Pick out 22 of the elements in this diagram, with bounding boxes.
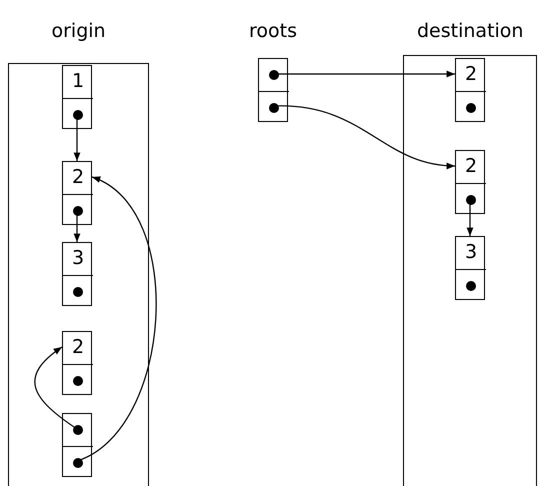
value-label: 2 (70, 336, 86, 358)
pointer-record (62, 413, 92, 477)
heading-label: origin (52, 19, 106, 43)
memory-object (455, 150, 485, 214)
memory-object (62, 242, 92, 306)
memory-object (62, 331, 92, 395)
pointer-arrow (74, 214, 80, 242)
value-label: 2 (464, 63, 478, 85)
heading-label: destination (417, 19, 524, 43)
memory-object (455, 58, 485, 122)
value-label: 3 (70, 247, 86, 269)
heading-label: roots (249, 19, 297, 43)
memory-object (62, 161, 92, 225)
memory-object (455, 236, 485, 300)
value-label: 2 (70, 166, 86, 188)
pointer-arrow (34, 346, 78, 430)
value-label: 3 (464, 241, 478, 263)
value-label: 2 (464, 155, 478, 177)
memory-object (62, 65, 92, 129)
pointer-arrow (74, 118, 80, 161)
value-label: 1 (70, 70, 86, 92)
pointer-arrow (466, 203, 474, 236)
